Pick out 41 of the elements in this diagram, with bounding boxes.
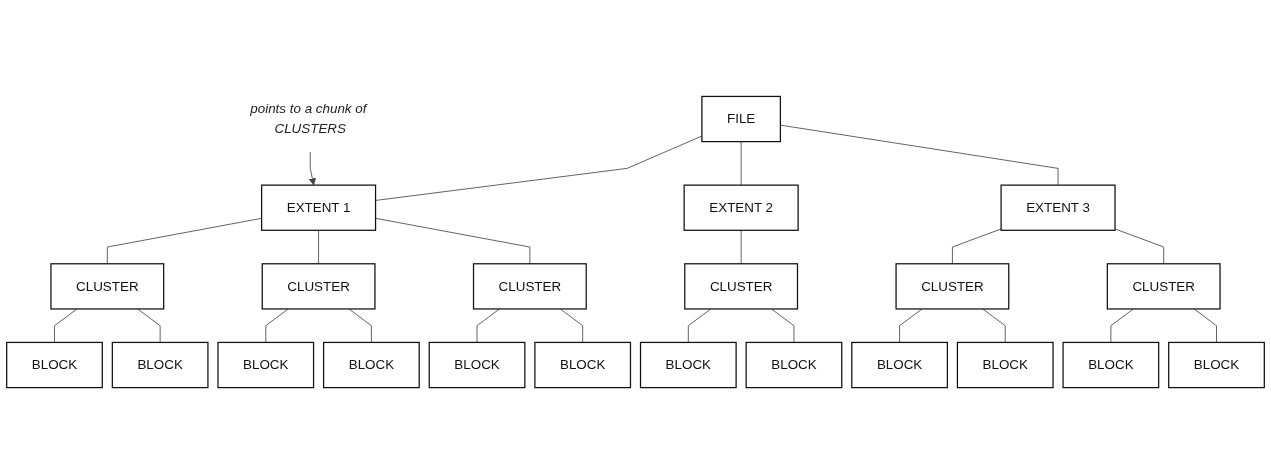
connector <box>1110 308 1134 343</box>
connector <box>687 308 712 343</box>
node-box: CLUSTER <box>472 263 587 310</box>
node-box: BLOCK <box>217 341 315 389</box>
connector <box>559 308 584 343</box>
node-box: BLOCK <box>639 341 737 389</box>
node-box: CLUSTER <box>261 263 376 310</box>
connector <box>476 308 500 343</box>
connector <box>348 308 372 343</box>
connector <box>771 308 795 343</box>
connector <box>740 229 742 265</box>
node-box: BLOCK <box>111 341 209 389</box>
connector <box>318 229 319 265</box>
connector <box>1114 228 1165 265</box>
node-box: FILE <box>701 95 781 143</box>
node-box: BLOCK <box>323 341 420 389</box>
node-box: BLOCK <box>534 341 632 389</box>
connector <box>952 228 1002 265</box>
node-box: CLUSTER <box>50 263 165 310</box>
node-box: BLOCK <box>956 341 1054 389</box>
node-box: BLOCK <box>1062 341 1160 389</box>
node-box: CLUSTER <box>895 263 1010 310</box>
node-box: CLUSTER <box>1106 263 1221 310</box>
node-box: EXTENT 3 <box>1000 184 1116 231</box>
connector <box>137 308 161 343</box>
node-box: CLUSTER <box>684 263 799 310</box>
connector <box>54 308 78 343</box>
node-box: BLOCK <box>745 341 843 389</box>
node-box: BLOCK <box>428 341 526 389</box>
connector <box>899 308 923 343</box>
node-box: BLOCK <box>6 341 103 389</box>
node-box: EXTENT 2 <box>683 184 799 231</box>
connector <box>982 308 1006 343</box>
connector <box>1193 308 1217 343</box>
connector <box>740 141 742 186</box>
node-text: points to a chunk of CLUSTERS <box>250 101 367 136</box>
connector <box>265 308 289 343</box>
node-box: BLOCK <box>851 341 948 389</box>
connector <box>375 217 531 265</box>
node-box: EXTENT 1 <box>261 184 377 231</box>
node-box: BLOCK <box>1168 341 1265 389</box>
